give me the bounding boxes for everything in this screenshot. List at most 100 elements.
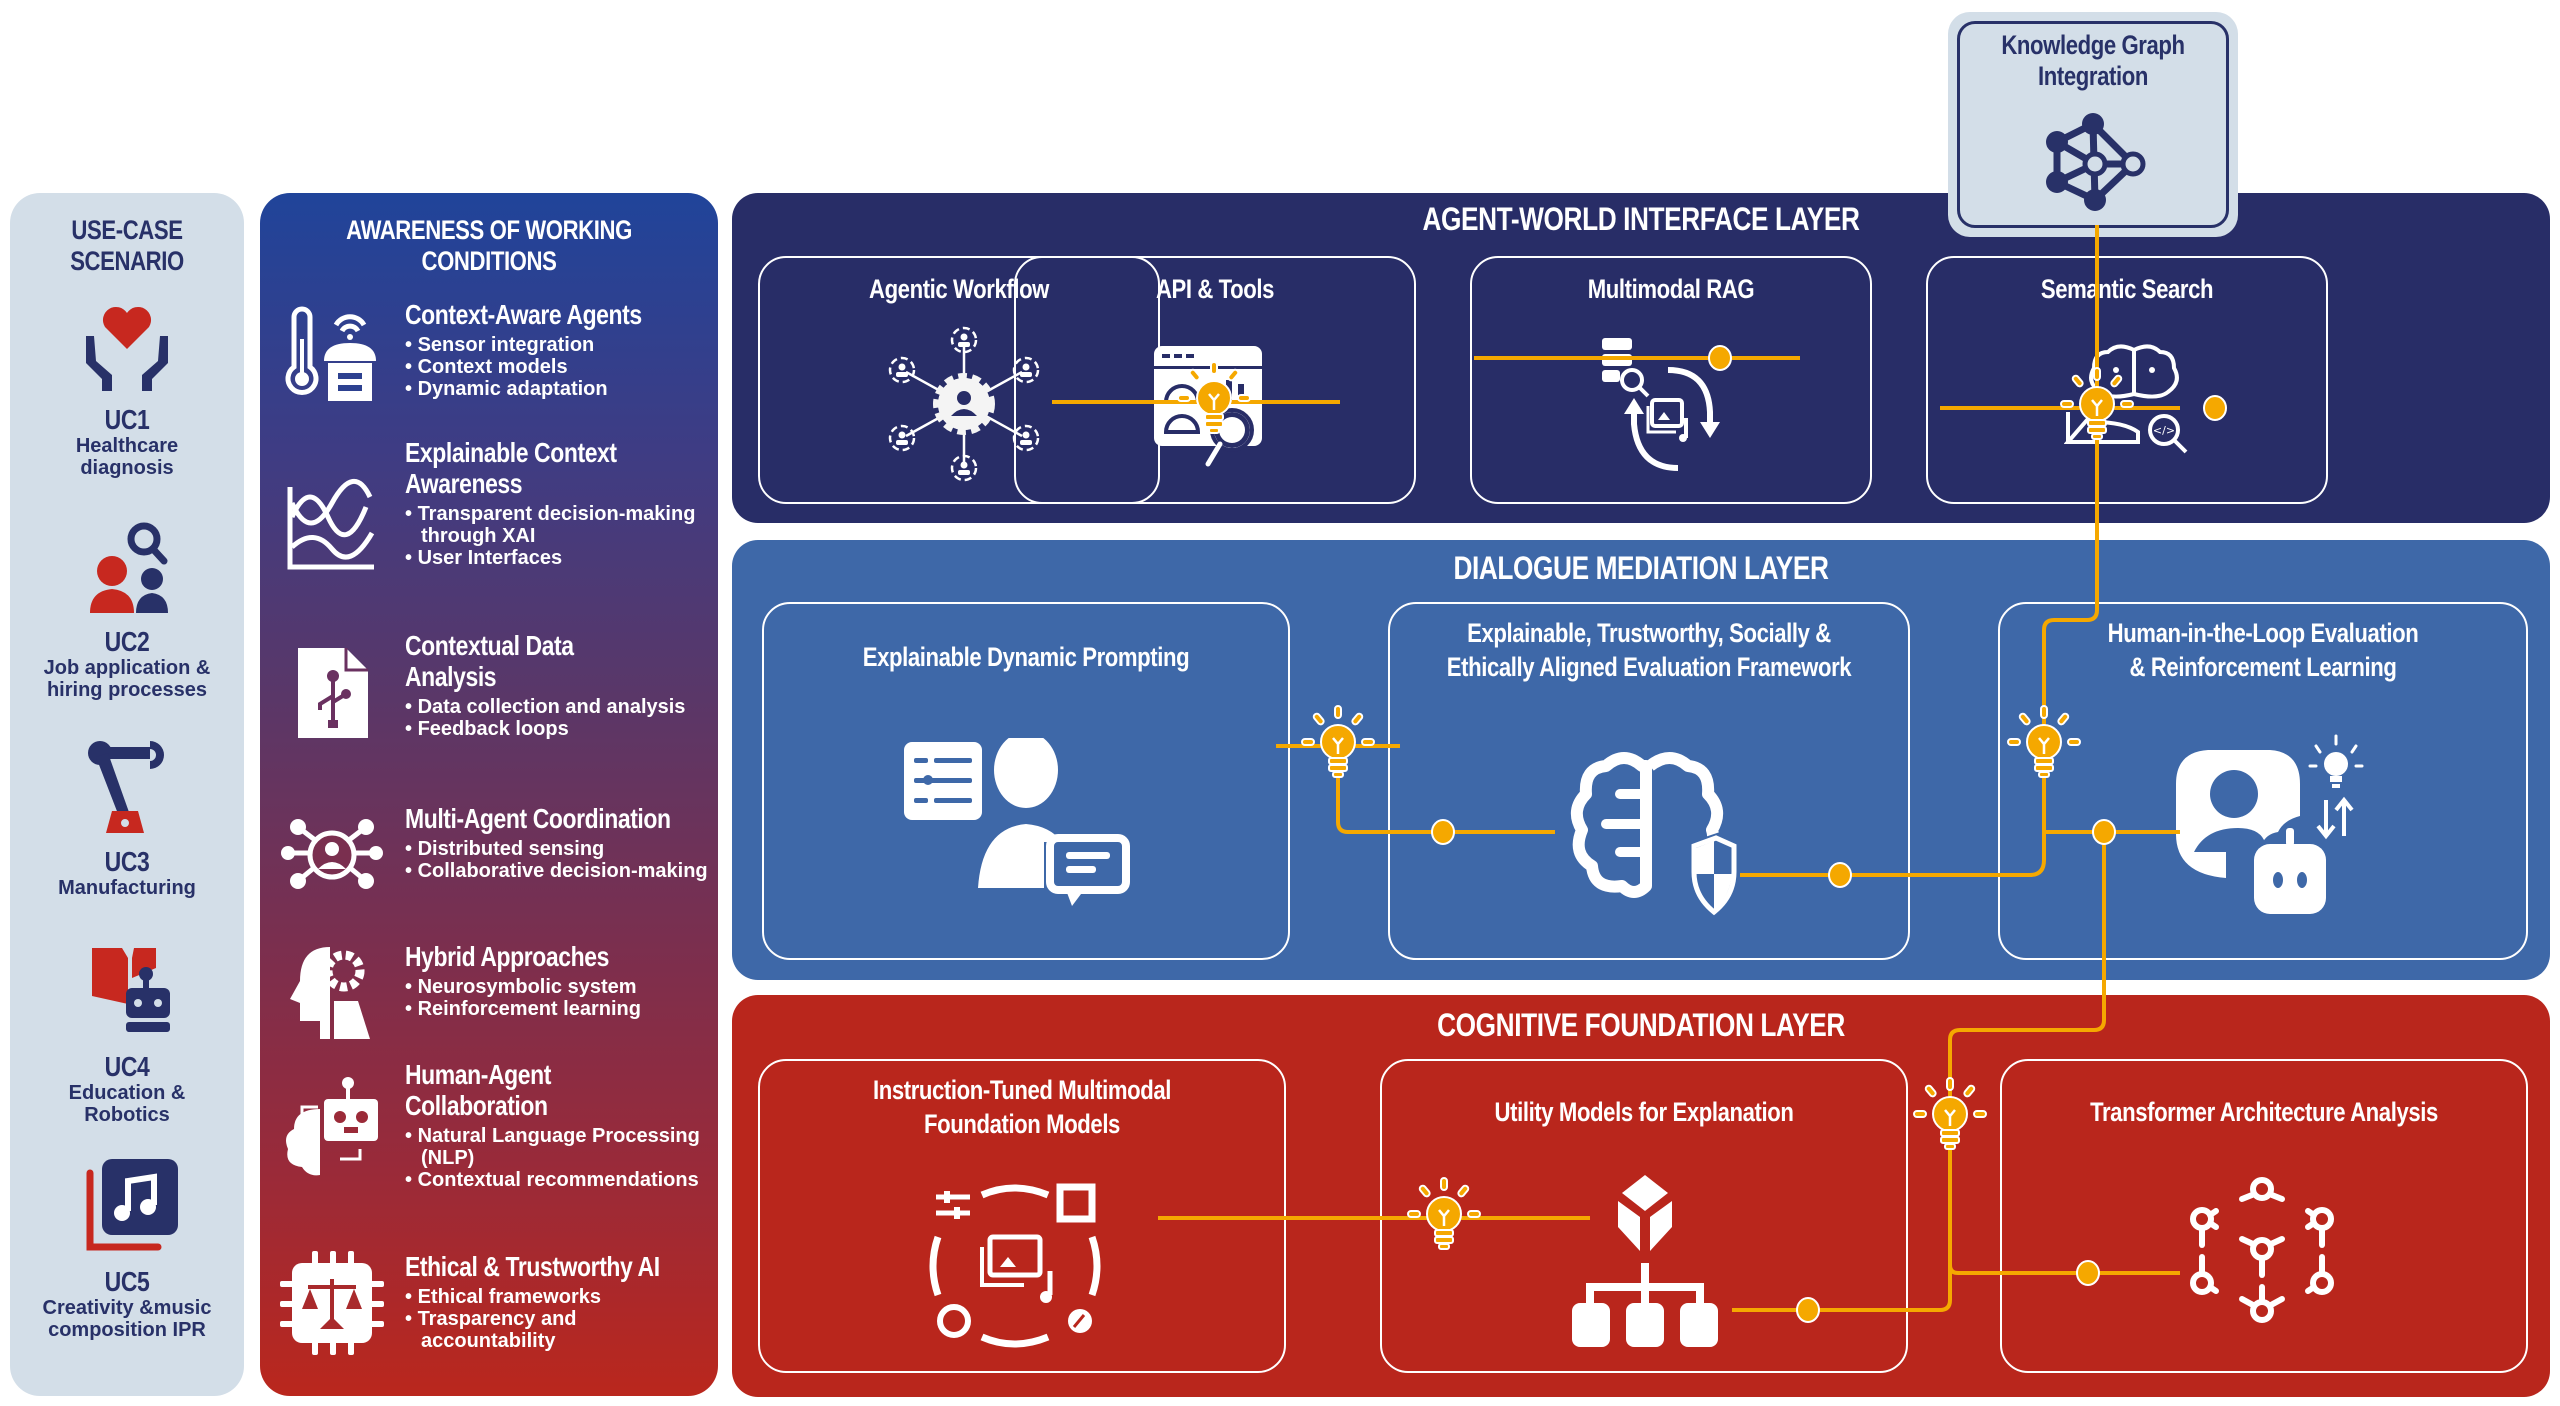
- dashboard-search-icon: [1150, 342, 1280, 472]
- use-case-item-uc2: UC2 Job application & hiring processes: [10, 513, 244, 701]
- agent-gear-network-icon: [884, 324, 1044, 484]
- uc-label: Healthcare: [75, 435, 179, 457]
- use-case-title: USE-CASE SCENARIO: [31, 215, 223, 277]
- use-case-title-line2: SCENARIO: [70, 246, 184, 276]
- bullet: Ethical frameworks: [405, 1286, 715, 1308]
- card-utility-models-explanation[interactable]: Utility Models for Explanation: [1380, 1059, 1908, 1373]
- awareness-item-heading: Multi-Agent Coordination: [405, 803, 671, 834]
- uc-code: UC3: [104, 846, 150, 877]
- card-instruction-tuned-foundation-models[interactable]: Instruction-Tuned Multimodal Foundation …: [758, 1059, 1286, 1373]
- awareness-item-heading: Human-Agent: [405, 1059, 551, 1090]
- card-semantic-search[interactable]: Semantic Search </>: [1926, 256, 2328, 504]
- card-title: Multimodal RAG: [1587, 274, 1755, 304]
- robot-brain-icon: [280, 1077, 384, 1181]
- card-title-line1: Explainable, Trustworthy, Socially &: [1467, 618, 1831, 648]
- bullet: Transparent decision-making through XAI: [405, 503, 715, 547]
- card-title: Explainable Dynamic Prompting: [862, 642, 1190, 672]
- awareness-bullets: Distributed sensing Collaborative decisi…: [405, 838, 715, 882]
- awareness-bullets: Ethical frameworks Trasparency and accou…: [405, 1286, 715, 1352]
- awareness-item-heading: Awareness: [405, 468, 523, 499]
- head-gear-icon: [280, 941, 384, 1045]
- card-transformer-architecture-analysis[interactable]: Transformer Architecture Analysis: [2000, 1059, 2528, 1373]
- awareness-item-text: Ethical & Trustworthy AI Ethical framewo…: [405, 1251, 715, 1352]
- card-title: Human-in-the-Loop Evaluation & Reinforce…: [2056, 616, 2471, 684]
- card-title-line1: Human-in-the-Loop Evaluation: [2107, 618, 2419, 648]
- thermometer-sensor-icon: [280, 303, 384, 407]
- awareness-bullets: Sensor integration Context models Dynami…: [405, 334, 715, 400]
- brain-shield-icon: [1566, 746, 1746, 926]
- bullet: Feedback loops: [405, 718, 715, 740]
- transformer-nodes-icon: [2182, 1171, 2342, 1331]
- uc-label: Manufacturing: [58, 877, 196, 899]
- heart-hands-icon: [72, 291, 182, 401]
- awareness-item-text: Context-Aware Agents Sensor integration …: [405, 299, 715, 400]
- wave-chart-icon: [280, 477, 384, 581]
- use-case-item-uc3: UC3 Manufacturing: [10, 733, 244, 899]
- awareness-title-line2: CONDITIONS: [421, 246, 557, 276]
- knowledge-graph-title: Knowledge Graph Integration: [1974, 30, 2212, 92]
- bullet: Neurosymbolic system: [405, 976, 715, 998]
- card-title: Explainable, Trustworthy, Socially & Eth…: [1445, 616, 1853, 684]
- bullet: Reinforcement learning: [405, 998, 715, 1020]
- awareness-item-heading: Contextual Data: [405, 630, 574, 661]
- card-title-line2: & Reinforcement Learning: [2129, 652, 2397, 682]
- bullet: Data collection and analysis: [405, 696, 715, 718]
- card-human-in-the-loop[interactable]: Human-in-the-Loop Evaluation & Reinforce…: [1998, 602, 2528, 960]
- bullet: Distributed sensing: [405, 838, 715, 860]
- bullet: User Interfaces: [405, 547, 715, 569]
- brain-code-search-icon: </>: [2064, 342, 2204, 462]
- use-case-title-line1: USE-CASE: [71, 215, 183, 245]
- uc-code: UC1: [104, 404, 150, 435]
- layer-title: COGNITIVE FOUNDATION LAYER: [1437, 1007, 1845, 1043]
- uc-code: UC4: [104, 1051, 150, 1082]
- card-evaluation-framework[interactable]: Explainable, Trustworthy, Socially & Eth…: [1388, 602, 1910, 960]
- awareness-title-line1: AWARENESS OF WORKING: [346, 215, 632, 245]
- knowledge-graph-integration-box[interactable]: Knowledge Graph Integration: [1948, 12, 2238, 237]
- card-explainable-dynamic-prompting[interactable]: Explainable Dynamic Prompting: [762, 602, 1290, 960]
- dialogue-mediation-layer: DIALOGUE MEDIATION LAYER Explainable Dyn…: [732, 540, 2550, 980]
- awareness-bullets: Data collection and analysis Feedback lo…: [405, 696, 715, 740]
- awareness-item-text: Explainable Context Awareness Transparen…: [405, 437, 715, 569]
- uc-code: UC5: [104, 1266, 150, 1297]
- awareness-item-heading: Ethical & Trustworthy AI: [405, 1251, 660, 1282]
- awareness-item-heading: Explainable Context: [405, 437, 617, 468]
- agent-network-icon: [280, 803, 384, 907]
- layer-title: DIALOGUE MEDIATION LAYER: [1453, 550, 1829, 586]
- bullet: Context models: [405, 356, 715, 378]
- use-case-item-uc4: UC4 Education & Robotics: [10, 938, 244, 1126]
- uc-label: Job application &: [43, 657, 211, 679]
- use-case-panel: USE-CASE SCENARIO UC1 Healthcare diagnos…: [10, 193, 244, 1396]
- graph-network-icon: [2043, 112, 2153, 212]
- card-multimodal-rag[interactable]: Multimodal RAG: [1470, 256, 1872, 504]
- uc-label: Robotics: [84, 1104, 170, 1126]
- card-title: Utility Models for Explanation: [1494, 1097, 1794, 1127]
- use-case-item-uc5: UC5 Creativity &music composition IPR: [10, 1153, 244, 1341]
- card-title: API & Tools: [1155, 274, 1275, 304]
- bullet: Sensor integration: [405, 334, 715, 356]
- card-api-tools[interactable]: API & Tools: [1014, 256, 1416, 504]
- cube-hierarchy-icon: [1560, 1171, 1730, 1351]
- uc-code: UC2: [104, 626, 150, 657]
- awareness-item-heading: Hybrid Approaches: [405, 941, 609, 972]
- card-title-line2: Foundation Models: [924, 1109, 1120, 1139]
- person-search-icon: [72, 513, 182, 623]
- cognitive-foundation-layer: COGNITIVE FOUNDATION LAYER Instruction-T…: [732, 995, 2550, 1397]
- knowledge-graph-title-line1: Knowledge Graph: [2001, 30, 2185, 60]
- uc-label: Education &: [68, 1082, 186, 1104]
- card-title: Transformer Architecture Analysis: [2090, 1097, 2438, 1127]
- uc-label: hiring processes: [46, 679, 208, 701]
- robot-arm-icon: [72, 733, 182, 843]
- awareness-item-text: Multi-Agent Coordination Distributed sen…: [405, 803, 715, 882]
- awareness-item-text: Hybrid Approaches Neurosymbolic system R…: [405, 941, 715, 1020]
- awareness-bullets: Transparent decision-making through XAI …: [405, 503, 715, 569]
- human-robot-feedback-icon: [2166, 724, 2376, 924]
- card-agentic-workflow[interactable]: Agentic Workflow: [758, 256, 1160, 504]
- card-title: Semantic Search: [2040, 274, 2214, 304]
- uc-label: Creativity &music: [42, 1297, 212, 1319]
- data-file-icon: [280, 642, 384, 746]
- bullet: Contextual recommendations: [405, 1169, 715, 1191]
- awareness-bullets: Natural Language Processing (NLP) Contex…: [405, 1125, 715, 1191]
- awareness-title: AWARENESS OF WORKING CONDITIONS: [301, 215, 677, 277]
- database-cycle-icon: [1598, 334, 1738, 484]
- knowledge-graph-title-line2: Integration: [2038, 61, 2148, 91]
